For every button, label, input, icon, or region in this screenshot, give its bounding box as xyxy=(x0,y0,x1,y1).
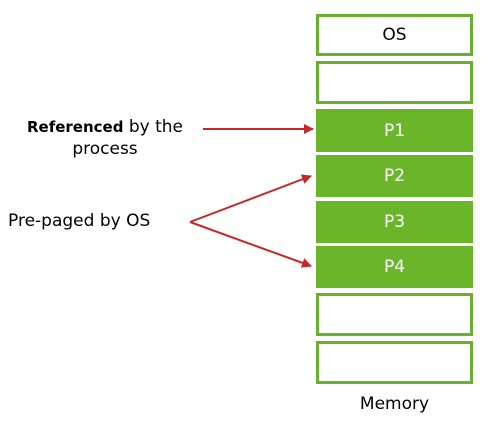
memory-block-label: P2 xyxy=(383,166,406,186)
memory-block-p1: P1 xyxy=(316,109,473,152)
referenced-label: Referenced by the process xyxy=(10,116,200,160)
memory-block-os: OS xyxy=(316,14,473,56)
referenced-label-bold: Referenced xyxy=(26,118,124,136)
memory-block-empty xyxy=(316,341,473,384)
memory-block-p3: P3 xyxy=(316,201,473,243)
memory-block-label: P3 xyxy=(383,212,406,232)
memory-block-p2: P2 xyxy=(316,155,473,197)
memory-block-empty xyxy=(316,293,473,336)
memory-block-label: OS xyxy=(382,25,407,45)
memory-block-p4: P4 xyxy=(316,246,473,288)
prepaged-label: Pre-paged by OS xyxy=(8,211,151,231)
memory-block-label: P1 xyxy=(383,120,406,141)
referenced-label-line2: process xyxy=(72,139,138,159)
memory-block-label: P4 xyxy=(383,257,406,277)
prepaged-arrow-p2 xyxy=(189,174,312,223)
prepaged-arrow-p4 xyxy=(189,221,312,268)
referenced-label-rest: by the xyxy=(123,117,184,137)
memory-caption: Memory xyxy=(359,394,430,414)
memory-block-empty xyxy=(316,61,473,104)
